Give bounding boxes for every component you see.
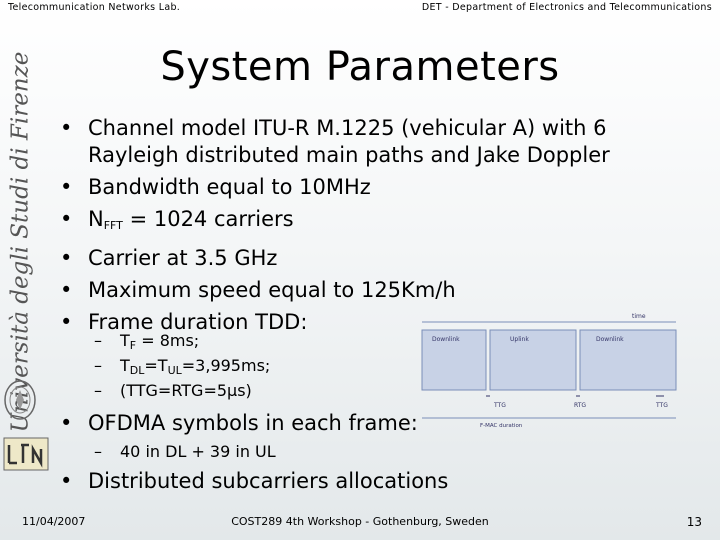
bullet-text: Distributed subcarriers allocations <box>88 469 449 493</box>
subitem-subscript: DL <box>129 364 145 377</box>
page-number: 13 <box>686 515 702 529</box>
diagram-time-label: time <box>632 313 646 320</box>
university-logo: Università degli Studi di Firenze <box>4 52 36 433</box>
bullet-channel-model: • Channel model ITU-R M.1225 (vehicular … <box>58 115 658 169</box>
bullet-subscript: FFT <box>103 219 123 232</box>
header-lab-name: Telecommunication Networks Lab. <box>8 2 181 13</box>
university-logo-text: Università degli Studi di Firenze <box>7 51 33 433</box>
bullet-icon: • <box>60 278 73 302</box>
university-seal-icon <box>4 380 36 420</box>
diagram-downlink2-label: Downlink <box>596 336 624 343</box>
dash-icon: – <box>94 356 102 375</box>
dash-icon: – <box>94 442 102 461</box>
bullet-ofdma-symbols: • OFDMA symbols in each frame: <box>58 407 418 439</box>
bullet-icon: • <box>60 207 73 231</box>
bullet-frame-duration: • Frame duration TDD: <box>58 306 658 338</box>
footer-date: 11/04/2007 <box>22 515 86 528</box>
diagram-uplink-label: Uplink <box>510 336 529 343</box>
subitem-text: (TTG=RTG=5μs) <box>120 381 252 400</box>
header-department: DET - Department of Electronics and Tele… <box>421 2 712 13</box>
subitem-text: =T <box>144 356 168 375</box>
bullet-text: OFDMA symbols in each frame: <box>88 411 418 435</box>
footer-event: COST289 4th Workshop - Gothenburg, Swede… <box>231 515 489 528</box>
subitem-text: T <box>120 331 130 350</box>
diagram-frame-duration-label: F-MAC duration <box>480 423 523 429</box>
bullet-text: Channel model ITU-R M.1225 (vehicular A)… <box>88 116 607 140</box>
subitem-tf: –TF = 8ms; <box>94 330 199 357</box>
bullet-text: Rayleigh distributed main paths and Jake… <box>88 143 610 167</box>
subitem-ttg-rtg: –(TTG=RTG=5μs) <box>94 380 252 402</box>
bullet-icon: • <box>60 469 73 493</box>
lab-logo-icon <box>3 437 49 471</box>
diagram-ttg-label: TTG <box>493 402 506 409</box>
bullet-carrier: • Carrier at 3.5 GHz <box>58 242 658 274</box>
bullet-nfft: • NFFT = 1024 carriers <box>58 203 658 242</box>
subitem-subscript: UL <box>167 364 182 377</box>
diagram-downlink-label: Downlink <box>432 336 460 343</box>
bullet-speed: • Maximum speed equal to 125Km/h <box>58 274 658 306</box>
bullet-list: • Channel model ITU-R M.1225 (vehicular … <box>58 115 658 338</box>
bullet-distributed-subcarriers: • Distributed subcarriers allocations <box>58 465 448 497</box>
bullet-icon: • <box>60 246 73 270</box>
bullet-text: Frame duration TDD: <box>88 310 308 334</box>
diagram-downlink2-block <box>579 329 677 391</box>
tdd-frame-diagram: time Downlink Uplink Downlink TTG RTG TT… <box>421 313 677 429</box>
subitem-tdl-tul: –TDL=TUL=3,995ms; <box>94 355 270 382</box>
dash-icon: – <box>94 331 102 350</box>
subitem-text: = 8ms; <box>136 331 200 350</box>
bullet-text: N <box>88 207 104 231</box>
bullet-icon: • <box>60 116 73 140</box>
dash-icon: – <box>94 381 102 400</box>
subitem-text: T <box>120 356 130 375</box>
diagram-rtg-label: RTG <box>574 402 586 409</box>
subitem-text: 40 in DL + 39 in UL <box>120 442 276 461</box>
diagram-uplink-block <box>489 329 577 391</box>
diagram-ttg2-label: TTG <box>655 402 668 409</box>
subitem-ofdma-count: –40 in DL + 39 in UL <box>94 441 276 463</box>
bullet-bandwidth: • Bandwidth equal to 10MHz <box>58 171 658 203</box>
bullet-text: = 1024 carriers <box>122 207 294 231</box>
bullet-text: Maximum speed equal to 125Km/h <box>88 278 456 302</box>
bullet-icon: • <box>60 175 73 199</box>
bullet-icon: • <box>60 310 73 334</box>
subitem-subscript: F <box>129 339 137 352</box>
bullet-text: Carrier at 3.5 GHz <box>88 246 278 270</box>
bullet-text: Bandwidth equal to 10MHz <box>88 175 371 199</box>
bullet-icon: • <box>60 411 73 435</box>
diagram-downlink-block <box>421 329 487 391</box>
slide-title: System Parameters <box>160 44 560 90</box>
subitem-text: =3,995ms; <box>181 356 271 375</box>
